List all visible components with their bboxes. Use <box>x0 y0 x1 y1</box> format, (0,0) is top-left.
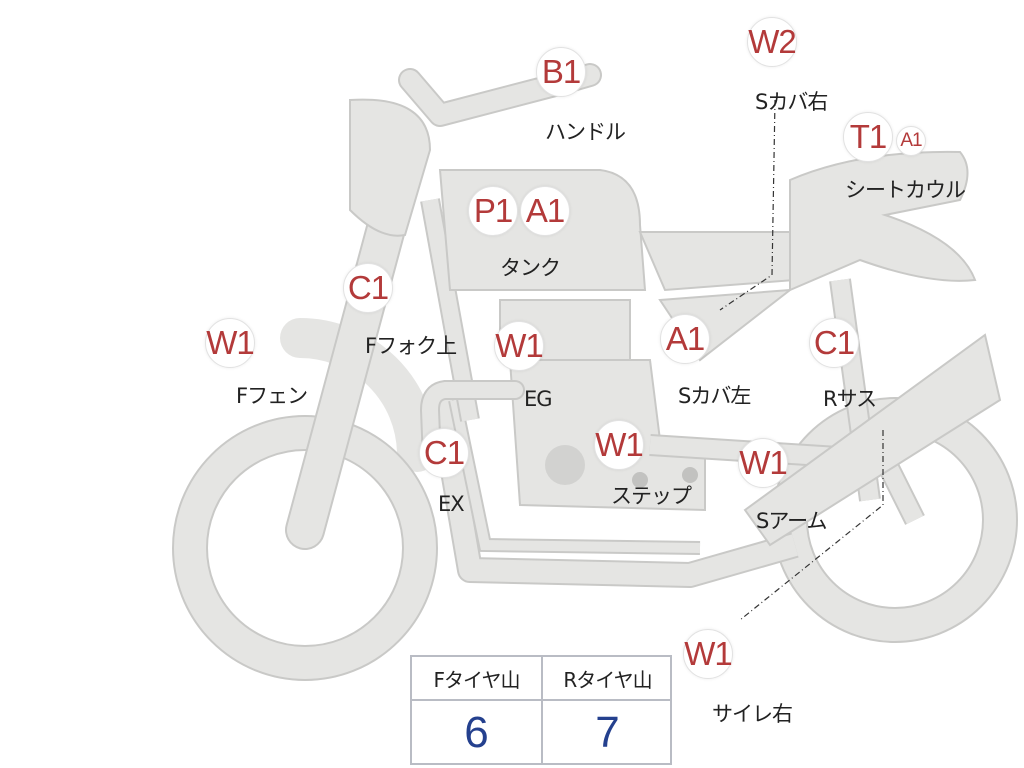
part-label: Rサス <box>823 387 877 411</box>
tire-tread-table: Fタイヤ山 Rタイヤ山 6 7 <box>410 655 672 765</box>
fork <box>285 175 480 550</box>
code-badge: W1 <box>738 438 788 488</box>
table-divider <box>541 657 543 763</box>
part-label: Sカバ左 <box>678 384 751 408</box>
part-label: ステップ <box>611 484 692 508</box>
code-badge: A1 <box>520 186 570 236</box>
code-badge: T1 <box>843 112 893 162</box>
code-badge: W1 <box>205 318 255 368</box>
table-value-front-tire: 6 <box>464 708 489 757</box>
table-value-rear-tire: 7 <box>595 708 620 757</box>
code-badge: W1 <box>683 629 733 679</box>
part-label: シートカウル <box>845 178 966 202</box>
code-badge: B1 <box>536 47 586 97</box>
part-label: Sアーム <box>756 509 827 533</box>
code-badge: A1 <box>660 314 710 364</box>
seat-cowl <box>789 150 977 292</box>
headlight <box>349 98 432 237</box>
part-label: Sカバ右 <box>755 90 828 114</box>
part-label: EX <box>438 492 465 516</box>
code-badge: C1 <box>343 263 393 313</box>
leader-lines <box>719 99 884 621</box>
code-badge: A1 <box>896 126 926 156</box>
part-label: ハンドル <box>545 120 626 144</box>
table-header-front-tire: Fタイヤ山 <box>412 657 541 701</box>
exhaust-pipe <box>419 380 525 470</box>
part-label: Fフェン <box>236 384 308 408</box>
front-wheel <box>172 318 438 681</box>
code-badge: P1 <box>468 186 518 236</box>
part-label: EG <box>524 387 553 411</box>
code-badge: W1 <box>594 420 644 470</box>
code-badge: C1 <box>419 428 469 478</box>
code-badge: W2 <box>747 17 797 67</box>
code-badge: W1 <box>494 321 544 371</box>
silencer <box>743 333 1002 547</box>
part-label: Fフォク上 <box>365 334 457 358</box>
code-badge: C1 <box>809 318 859 368</box>
part-label: タンク <box>500 256 561 280</box>
table-header-rear-tire: Rタイヤ山 <box>543 657 672 701</box>
part-label: サイレ右 <box>712 702 793 726</box>
